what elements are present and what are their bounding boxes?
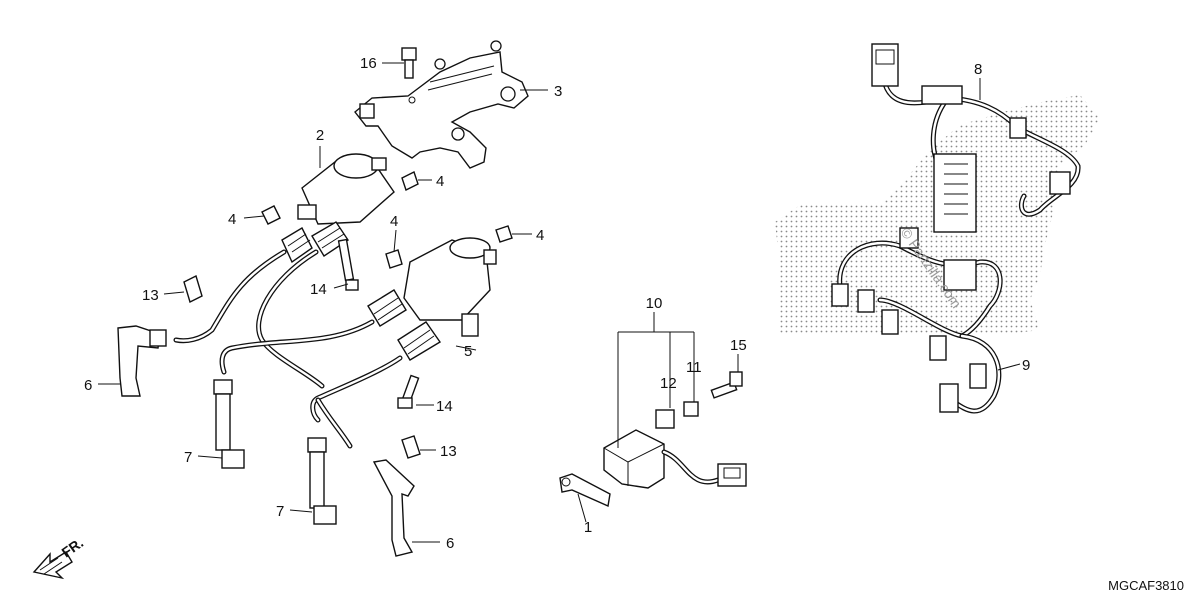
- callout-13-left: 13: [142, 287, 159, 304]
- callout-14-lower: 14: [436, 398, 453, 415]
- callout-13-right: 13: [440, 443, 457, 460]
- spark-plug-cap-straight: [213, 379, 337, 525]
- rubber-grommet: [655, 409, 675, 429]
- callout-9: 9: [1022, 357, 1030, 374]
- callout-14-upper: 14: [310, 281, 327, 298]
- callout-3: 3: [554, 83, 562, 100]
- sensor-mount-bolt: [710, 371, 743, 399]
- wire-harness-sub: [831, 227, 1003, 414]
- callout-1: 1: [584, 519, 592, 536]
- callout-7-right: 7: [276, 503, 284, 520]
- callout-10: 10: [646, 295, 663, 312]
- ignition-coil-bracket: [354, 40, 529, 169]
- sensor-bracket: [559, 473, 611, 508]
- wire-clip: [261, 171, 513, 269]
- callout-4-left: 4: [228, 211, 236, 228]
- ignition-coil-upper: [281, 153, 395, 264]
- callout-8: 8: [974, 61, 982, 78]
- wire-harness-main: [871, 43, 1081, 233]
- callout-4-upper: 4: [436, 173, 444, 190]
- callout-6-left: 6: [84, 377, 92, 394]
- callout-7-left: 7: [184, 449, 192, 466]
- callout-12: 12: [660, 375, 677, 392]
- callout-15: 15: [730, 337, 747, 354]
- callout-6-right: 6: [446, 535, 454, 552]
- ignition-coil-lower: [367, 237, 497, 361]
- callout-11: 11: [686, 359, 702, 376]
- front-direction-arrow-icon: [32, 551, 73, 580]
- coil-mount-bolt: [337, 238, 420, 409]
- bank-angle-sensor: [603, 429, 747, 489]
- callout-2: 2: [316, 127, 324, 144]
- diagram-code: MGCAF3810: [1108, 578, 1184, 593]
- callout-4-middle: 4: [390, 213, 398, 230]
- callout-4-right: 4: [536, 227, 544, 244]
- bracket-bolt: [401, 47, 417, 79]
- spark-plug-cap: [117, 325, 415, 557]
- callout-16: 16: [360, 55, 377, 72]
- collar: [683, 401, 699, 417]
- callout-5: 5: [464, 343, 472, 360]
- leader-lines: [98, 62, 1021, 543]
- wire-clamp: [183, 275, 421, 459]
- callout-labels: 1 2 3 4 4 4 4 5 6 6 7 7 8 9 10 11 12 13 …: [84, 55, 1030, 552]
- high-tension-wires: [173, 249, 403, 449]
